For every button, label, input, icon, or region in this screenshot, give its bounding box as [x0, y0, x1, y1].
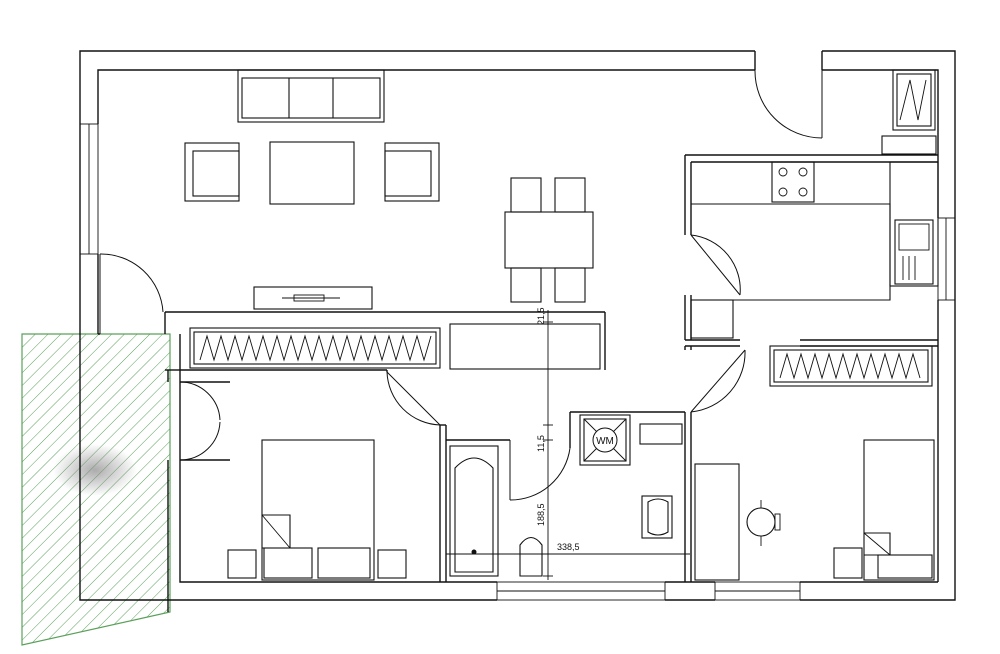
desk-chair	[746, 500, 781, 546]
interior-walls	[98, 154, 938, 612]
dimension-vertical-mid: 11,5	[536, 435, 546, 452]
living-furniture	[184, 69, 594, 310]
stove	[771, 161, 815, 203]
bathtub	[449, 445, 499, 577]
bath-shelf	[639, 423, 683, 445]
desk	[694, 463, 740, 581]
washing-machine: WM	[579, 414, 631, 466]
single-bed	[863, 439, 935, 581]
wardrobe-bedroom-2	[769, 345, 933, 387]
armchair-left	[184, 142, 240, 202]
washbasin	[641, 495, 673, 539]
kitchen-counter	[690, 161, 939, 339]
sofa	[237, 69, 385, 123]
armchair-right	[384, 142, 440, 202]
dimension-horizontal-bath: 338,5	[557, 542, 580, 552]
wardrobe-bedroom-1	[189, 327, 441, 369]
kitchen-cabinet	[690, 299, 734, 339]
nightstand-bedroom-2	[833, 547, 863, 579]
dimension-vertical-top: 21,5	[536, 307, 546, 325]
tv-stand	[253, 286, 373, 310]
shelf-unit	[449, 323, 601, 370]
coffee-table	[269, 141, 355, 205]
dining-set	[504, 177, 594, 303]
toilet	[519, 536, 543, 577]
nightstand-right	[377, 549, 407, 579]
dimension-vertical-bath: 188,5	[536, 503, 546, 526]
wardrobe-entry	[881, 69, 937, 155]
dimension-lines: 21,5 11,5 188,5 338,5	[445, 307, 690, 580]
outer-walls	[79, 50, 956, 601]
nightstand-left	[227, 549, 257, 579]
balcony	[21, 333, 171, 646]
double-bed	[261, 439, 375, 581]
sink	[894, 219, 934, 285]
wm-label: WM	[596, 436, 614, 447]
doors	[99, 69, 823, 501]
